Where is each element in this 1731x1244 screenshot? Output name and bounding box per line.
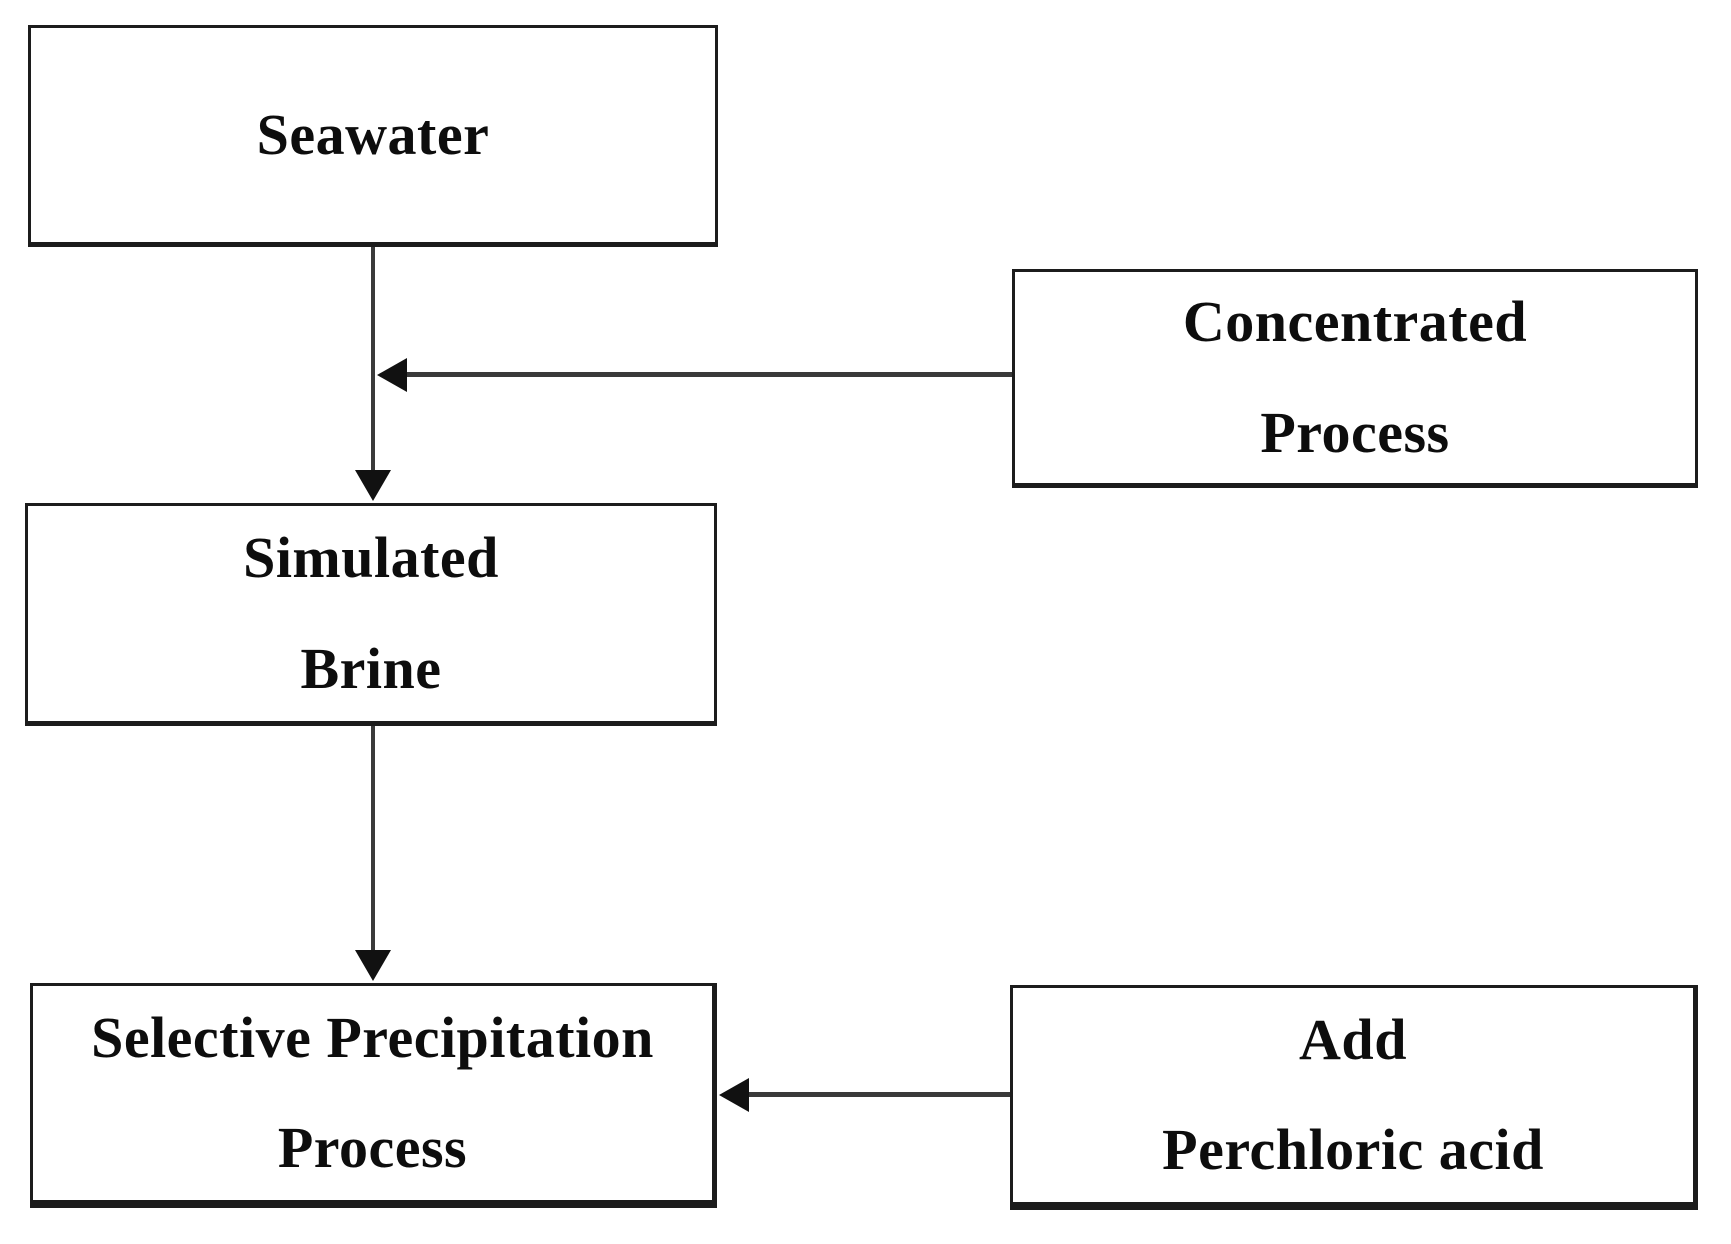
arrow-simulated-brine-to-selective-precipitation-head [355, 950, 391, 981]
arrow-simulated-brine-to-selective-precipitation-shaft [371, 726, 375, 954]
node-seawater: Seawater [28, 25, 718, 247]
node-simulated-brine-label-line1: Simulated [243, 525, 499, 591]
node-add-perchloric-acid: Add Perchloric acid [1010, 985, 1698, 1210]
node-simulated-brine: Simulated Brine [25, 503, 717, 726]
arrow-add-perchloric-acid-to-selective-precipitation-head [719, 1078, 749, 1112]
node-concentrated-process-label-line2: Process [1260, 399, 1450, 465]
node-selective-precipitation-label-line1: Selective Precipitation [91, 1004, 654, 1070]
node-concentrated-process-label-line1: Concentrated [1182, 289, 1528, 355]
node-concentrated-process: Concentrated Process [1012, 269, 1698, 488]
node-simulated-brine-label-line2: Brine [300, 635, 442, 701]
arrow-add-perchloric-acid-to-selective-precipitation-shaft [742, 1092, 1010, 1097]
node-add-perchloric-acid-label-line1: Add [1299, 1006, 1407, 1072]
arrow-concentrated-process-to-junction-head [377, 358, 407, 392]
arrow-concentrated-process-to-junction-shaft [400, 372, 1012, 377]
node-add-perchloric-acid-label-line2: Perchloric acid [1162, 1117, 1544, 1182]
arrow-seawater-to-simulated-brine-shaft [371, 247, 375, 475]
arrow-seawater-to-simulated-brine-head [355, 470, 391, 501]
node-selective-precipitation-label-line2: Process [277, 1115, 468, 1180]
node-seawater-label: Seawater [256, 101, 490, 167]
node-selective-precipitation-process: Selective Precipitation Process [30, 983, 717, 1208]
